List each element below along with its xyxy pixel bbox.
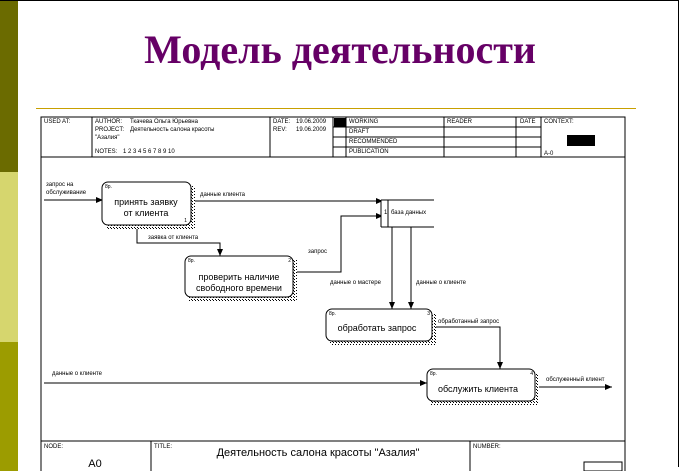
label-processed-request: обработанный запрос bbox=[438, 318, 499, 325]
box-2-label-line2: свободного времени bbox=[196, 283, 282, 293]
box-3-label: обработать запрос bbox=[338, 323, 417, 333]
label-query: запрос bbox=[308, 249, 327, 255]
arrow-client-request bbox=[136, 224, 223, 256]
reader-label: READER bbox=[447, 119, 473, 125]
diagram-title: Деятельность салона красоты "Азалия" bbox=[217, 447, 420, 459]
box-2-tag: 8р. bbox=[188, 258, 195, 264]
label-served-client: обслуженный клиент bbox=[546, 376, 605, 383]
number-label: NUMBER: bbox=[473, 444, 501, 450]
status-recommended: RECOMMENDED bbox=[349, 139, 398, 145]
label-client-data-in: данные о клиенте bbox=[52, 371, 103, 377]
box-1-label-line1: принять заявку bbox=[114, 197, 178, 207]
slide-accent-bar-middle bbox=[0, 172, 18, 342]
activity-box-4[interactable]: 8р. 4 обслужить клиента bbox=[426, 368, 539, 405]
box-1-number: 1 bbox=[184, 218, 187, 224]
box-3-tag: 8р. bbox=[329, 311, 336, 317]
box-2-label-line1: проверить наличие bbox=[199, 272, 280, 282]
status-publication: PUBLICATION bbox=[349, 149, 389, 155]
label-request-in-1: запрос на bbox=[46, 182, 74, 188]
datastore-label: база данных bbox=[391, 210, 426, 216]
box-2-number: 2 bbox=[288, 258, 291, 264]
box-4-tag: 8р. bbox=[430, 371, 437, 377]
arrow-processed-request bbox=[432, 326, 503, 369]
slide-title: Модель деятельности bbox=[144, 27, 536, 72]
context-label: CONTEXT: bbox=[544, 119, 574, 125]
label-client-data-1: данные клиента bbox=[200, 192, 246, 198]
notes-label: NOTES: bbox=[95, 149, 118, 155]
rev-value: 19.06.2009 bbox=[296, 127, 327, 133]
node-value: A0 bbox=[88, 458, 101, 470]
datastore-database: 1 база данных bbox=[380, 199, 434, 228]
status-working-marker bbox=[334, 118, 346, 127]
label-request-in-2: обслуживание bbox=[46, 190, 87, 196]
box-3-number: 3 bbox=[427, 311, 430, 317]
used-at-label: USED AT: bbox=[44, 119, 71, 125]
arrow-labels: запрос на обслуживание данные клиента за… bbox=[46, 182, 605, 383]
label-master-data: данные о мастере bbox=[330, 280, 382, 286]
arrows bbox=[44, 197, 612, 390]
activity-box-2[interactable]: 8р. 2 проверить наличие свободного време… bbox=[184, 255, 297, 301]
idef0-frame bbox=[40, 116, 626, 471]
box-1-tag: 8р. bbox=[105, 184, 112, 190]
context-thumbnail bbox=[567, 135, 595, 146]
idef0-footer: NODE: A0 TITLE: Деятельность салона крас… bbox=[44, 441, 623, 471]
activity-box-1[interactable]: 8р. 1 принять заявку от клиента bbox=[101, 181, 195, 229]
date-label: DATE: bbox=[273, 119, 291, 125]
rev-label: REV: bbox=[273, 127, 287, 133]
author-label: AUTHOR: bbox=[95, 119, 122, 125]
notes-value: 1 2 3 4 5 6 7 8 9 10 bbox=[123, 149, 175, 155]
footer-thumbnail bbox=[583, 461, 623, 471]
status-working: WORKING bbox=[349, 119, 379, 125]
box-4-label: обслужить клиента bbox=[438, 384, 518, 394]
box-4-number: 4 bbox=[530, 371, 533, 377]
author-value: Ткачева Ольга Юрьевна bbox=[130, 119, 199, 125]
status-draft: DRAFT bbox=[349, 129, 369, 135]
title-divider bbox=[36, 108, 636, 109]
datastore-id: 1 bbox=[384, 210, 388, 216]
box-1-label-line2: от клиента bbox=[124, 208, 169, 218]
slide-accent-bar-top bbox=[0, 0, 18, 172]
slide-accent-bar-bottom bbox=[0, 342, 18, 471]
project-value-2: "Азалия" bbox=[95, 135, 119, 141]
title-label: TITLE: bbox=[154, 444, 172, 450]
activity-box-3[interactable]: 8р. 3 обработать запрос bbox=[325, 308, 436, 345]
node-label: NODE: bbox=[44, 444, 63, 450]
project-value: Деятельность салона красоты bbox=[130, 127, 214, 133]
project-label: PROJECT: bbox=[95, 127, 124, 133]
arrow-query-to-db bbox=[293, 213, 383, 273]
reader-date-label: DATE bbox=[520, 119, 536, 125]
context-node: A-0 bbox=[544, 151, 554, 157]
idef0-header: USED AT: AUTHOR: Ткачева Ольга Юрьевна P… bbox=[44, 117, 595, 157]
label-client-data-2: данные о клиенте bbox=[416, 280, 467, 286]
date-value: 19.06.2009 bbox=[296, 119, 327, 125]
label-client-request: заявка от клиента bbox=[148, 235, 199, 241]
